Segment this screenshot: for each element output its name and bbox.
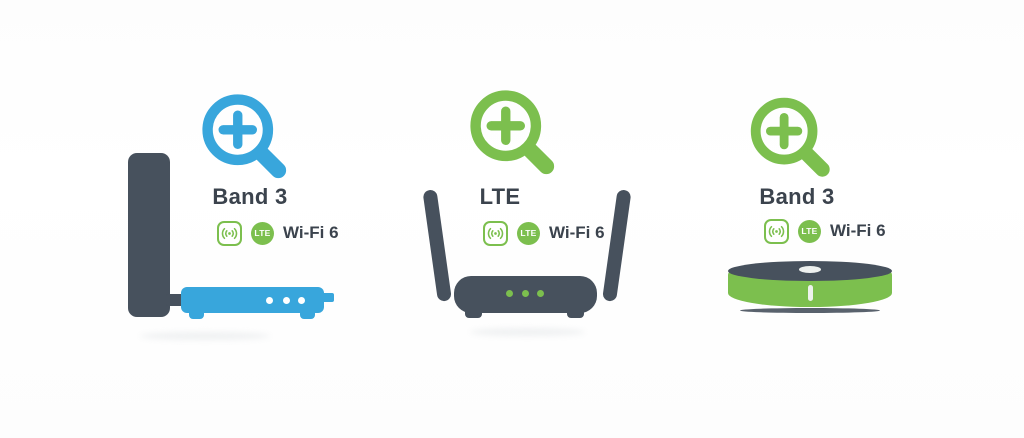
zoom-in-magnifier-icon[interactable] (192, 84, 296, 188)
feature-badges-row: LTE Wi-Fi 6 (764, 218, 886, 244)
feature-badges-row: LTE Wi-Fi 6 (483, 220, 605, 246)
puck-top-button (799, 266, 821, 273)
puck-front-led (808, 285, 813, 301)
puck-base-shadow (740, 308, 880, 313)
router1-foot (189, 308, 204, 319)
router2-led (522, 290, 529, 297)
wifi6-label: Wi-Fi 6 (283, 223, 339, 242)
wireless-signal-badge-icon (217, 220, 242, 246)
magnifier-strokes (750, 97, 830, 177)
band-label: Band 3 (212, 184, 288, 209)
wifi6-label: Wi-Fi 6 (830, 221, 886, 240)
router1-shadow (140, 332, 270, 340)
wireless-signal-badge-icon (764, 218, 789, 244)
wifi6-label: Wi-Fi 6 (549, 223, 605, 242)
lte-badge-icon: LTE (517, 221, 540, 245)
router1-led (266, 297, 273, 304)
router2-foot (567, 308, 584, 318)
zoom-in-magnifier-icon[interactable] (460, 80, 564, 184)
band-label: Band 3 (759, 184, 835, 209)
zoom-in-magnifier-icon[interactable] (741, 88, 839, 186)
router2-foot (465, 308, 482, 318)
band-label: LTE (479, 184, 521, 209)
router2-antenna-right (602, 189, 632, 302)
router1-port-tab (322, 293, 334, 302)
router1-foot (300, 308, 315, 319)
router2-led (506, 290, 513, 297)
router1-led (283, 297, 290, 304)
router1-antenna (128, 153, 170, 317)
lte-badge-label: LTE (254, 228, 271, 238)
lte-badge-label: LTE (801, 226, 818, 236)
router2-led (537, 290, 544, 297)
router2-shadow (470, 328, 585, 336)
lte-badge-icon: LTE (798, 219, 821, 243)
lte-badge-label: LTE (520, 228, 537, 238)
router1-antenna-connector (166, 294, 184, 306)
magnifier-strokes (202, 94, 287, 179)
feature-badges-row: LTE Wi-Fi 6 (217, 220, 339, 246)
magnifier-strokes (470, 90, 555, 175)
router1-led (298, 297, 305, 304)
lte-badge-icon: LTE (251, 221, 274, 245)
wireless-signal-badge-icon (483, 220, 508, 246)
